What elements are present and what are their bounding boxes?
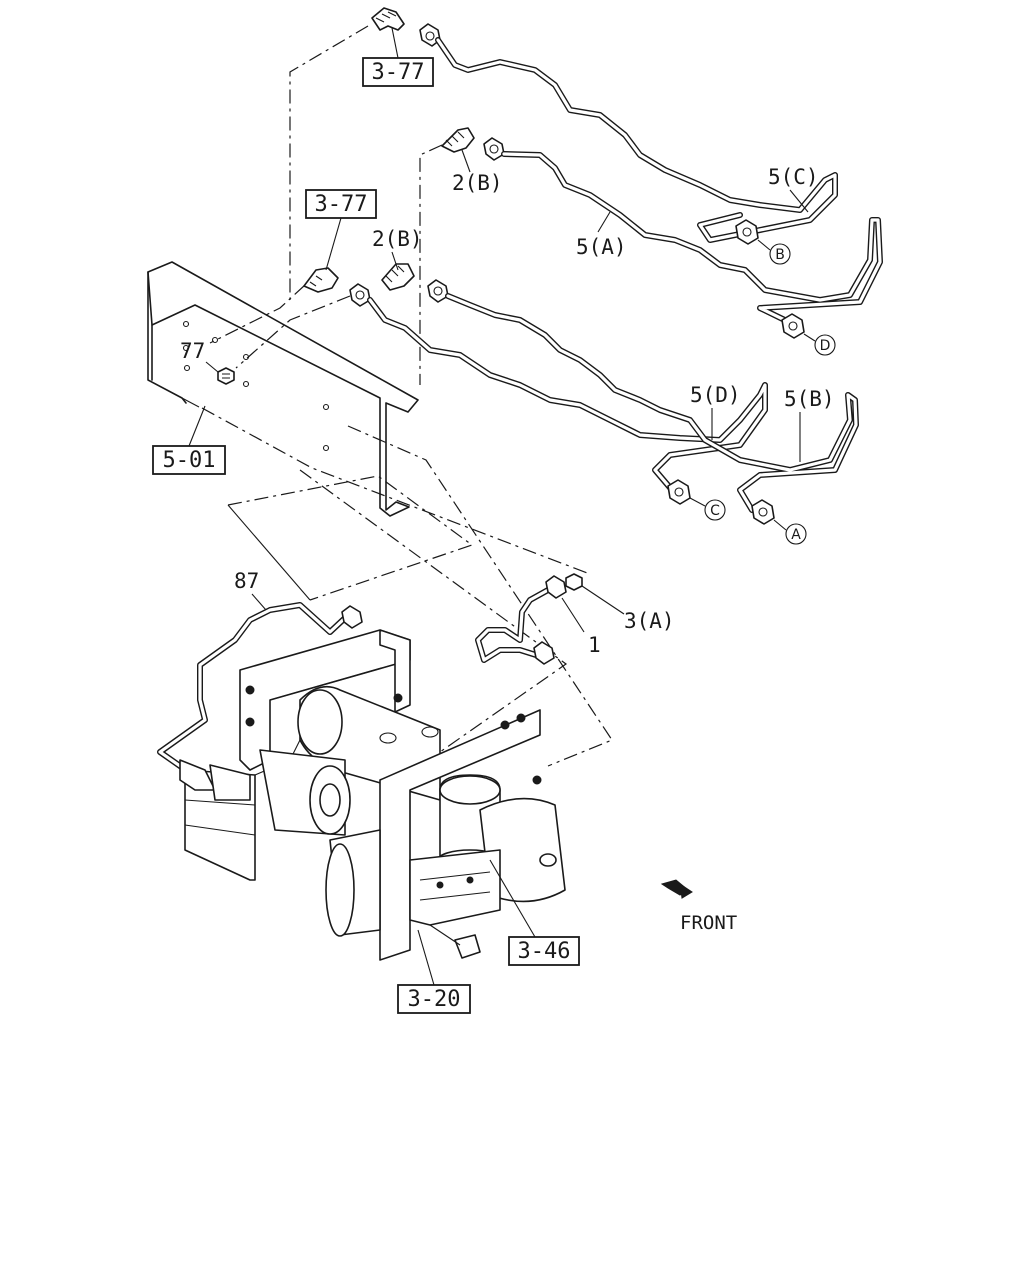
fitting-top-nut (419, 23, 441, 47)
label-77: 77 (180, 339, 205, 363)
label-5d: 5(D) (690, 383, 741, 407)
svg-text:D: D (820, 338, 831, 354)
ref-box-3-77-mid: 3-77 (305, 189, 377, 219)
connector-label-d: D (803, 333, 836, 356)
ref-box-3-77-top: 3-77 (362, 57, 434, 87)
leader-1 (561, 597, 585, 633)
front-arrow-icon (660, 879, 693, 899)
label-5a: 5(A) (576, 235, 627, 259)
leader-3-77-top (391, 27, 399, 59)
connector-b-nut (735, 219, 759, 245)
pipe-5a (501, 151, 883, 328)
connector-c-nut (667, 479, 691, 505)
leader-5a (597, 211, 611, 233)
leader-3a (581, 585, 625, 615)
leader-lines (209, 25, 443, 385)
leader-87 (251, 593, 267, 611)
pipe-1-nut-bottom (533, 641, 555, 665)
fitting-2b-lower-nut (349, 283, 371, 307)
fitting-top-elbow (371, 7, 405, 31)
ref-3-77-mid-text: 3-77 (315, 192, 368, 217)
leader-77 (205, 361, 219, 373)
pipe-1-nut-top (545, 575, 567, 599)
front-label: FRONT (680, 912, 737, 934)
label-2b-lower: 2(B) (372, 227, 423, 251)
fitting-2b-upper-nut (483, 137, 505, 161)
air-tank-assembly (179, 629, 566, 961)
label-3a: 3(A) (624, 609, 675, 633)
label-87: 87 (234, 569, 259, 593)
bracket-guides (201, 407, 613, 767)
label-5b: 5(B) (784, 387, 835, 411)
svg-text:B: B (775, 247, 785, 263)
leader-3-46 (489, 859, 536, 938)
pipe-5d (367, 297, 768, 493)
ref-3-46-text: 3-46 (518, 939, 571, 964)
nut-77 (217, 367, 235, 385)
ref-5-01-text: 5-01 (163, 448, 216, 473)
ref-box-3-20: 3-20 (397, 984, 471, 1014)
leader-3-77-mid (325, 217, 342, 271)
label-1: 1 (588, 633, 601, 657)
nut-3a (565, 573, 583, 591)
connector-a-nut (751, 499, 775, 525)
leader-2b-lower (391, 251, 399, 271)
connector-d-nut (781, 313, 805, 339)
leader-2b-upper (461, 149, 471, 173)
frame-rail (147, 261, 419, 517)
leader-5c (789, 189, 809, 213)
connector-label-a: A (773, 519, 807, 545)
pipe-87-nut (341, 605, 363, 629)
fitting-2b-lower (381, 263, 415, 291)
label-2b-upper: 2(B) (452, 171, 503, 195)
fitting-mid-elbow (303, 267, 339, 293)
ref-box-3-46: 3-46 (508, 936, 580, 966)
connector-label-c: C (689, 497, 726, 521)
pipe-1 (475, 587, 551, 663)
ref-3-77-top-text: 3-77 (372, 60, 425, 85)
fitting-2b-upper (441, 127, 475, 153)
ref-3-20-text: 3-20 (408, 987, 461, 1012)
connector-label-b: B (757, 239, 791, 265)
pipe-5c (435, 37, 838, 243)
ref-box-5-01: 5-01 (152, 445, 226, 475)
pipe-5b (445, 293, 859, 513)
leader-3-20 (417, 929, 435, 986)
label-5c: 5(C) (768, 165, 819, 189)
pipe-87 (157, 602, 348, 783)
leader-5-01 (188, 405, 206, 447)
svg-text:C: C (710, 503, 720, 519)
svg-text:A: A (791, 527, 801, 543)
fitting-5b-nut (427, 279, 449, 303)
